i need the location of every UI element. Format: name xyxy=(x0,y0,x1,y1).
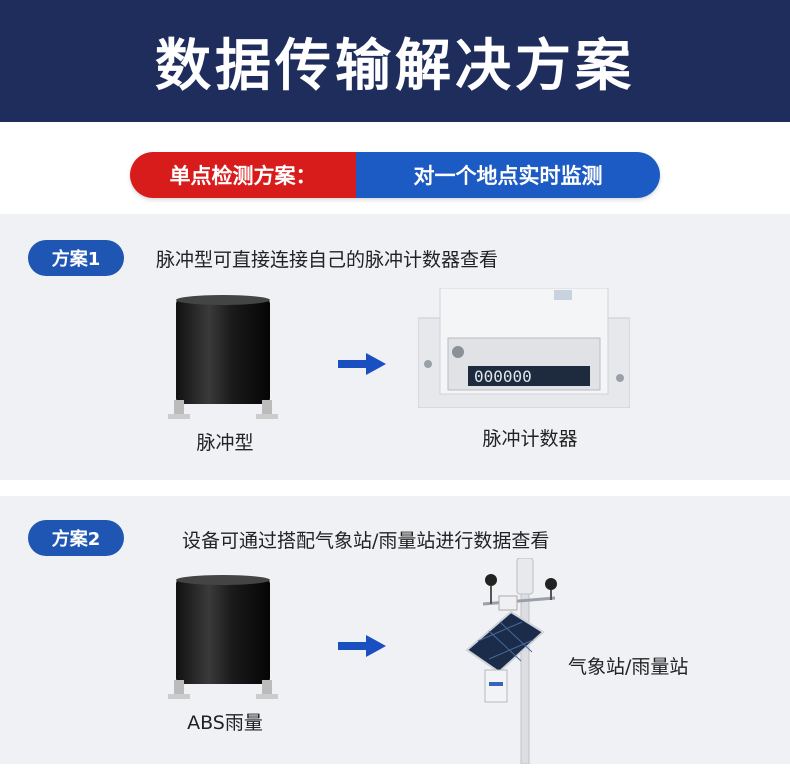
rain-gauge-image xyxy=(168,295,278,419)
plan1-left-label: 脉冲型 xyxy=(196,432,254,454)
arrow-right-icon xyxy=(338,353,386,375)
plan1-panel: 方案1 脉冲型可直接连接自己的脉冲计数器查看 脉冲型 xyxy=(0,214,790,480)
plan1-description: 脉冲型可直接连接自己的脉冲计数器查看 xyxy=(156,249,499,271)
pill-left-label: 单点检测方案： xyxy=(130,152,356,198)
plan2-description: 设备可通过搭配气象站/雨量站进行数据查看 xyxy=(182,530,550,552)
plan2-panel: 方案2 设备可通过搭配气象站/雨量站进行数据查看 ABS雨量 xyxy=(0,496,790,764)
header-banner: 数据传输解决方案 xyxy=(0,0,790,122)
abs-rain-gauge-image xyxy=(168,575,278,699)
arrow-right-icon xyxy=(338,635,386,657)
weather-station-image xyxy=(465,558,557,764)
counter-digits: 000000 xyxy=(474,367,532,386)
scheme-pill: 单点检测方案： 对一个地点实时监测 xyxy=(130,152,660,198)
page-title: 数据传输解决方案 xyxy=(155,33,635,99)
plan2-right-label: 气象站/雨量站 xyxy=(568,656,689,678)
pill-right-label: 对一个地点实时监测 xyxy=(356,152,660,198)
pulse-counter-image: 000000 xyxy=(418,288,630,408)
plan1-badge: 方案1 xyxy=(28,240,124,276)
plan1-right-label: 脉冲计数器 xyxy=(482,428,578,450)
plan2-left-label: ABS雨量 xyxy=(187,712,263,734)
plan2-badge: 方案2 xyxy=(28,520,124,556)
